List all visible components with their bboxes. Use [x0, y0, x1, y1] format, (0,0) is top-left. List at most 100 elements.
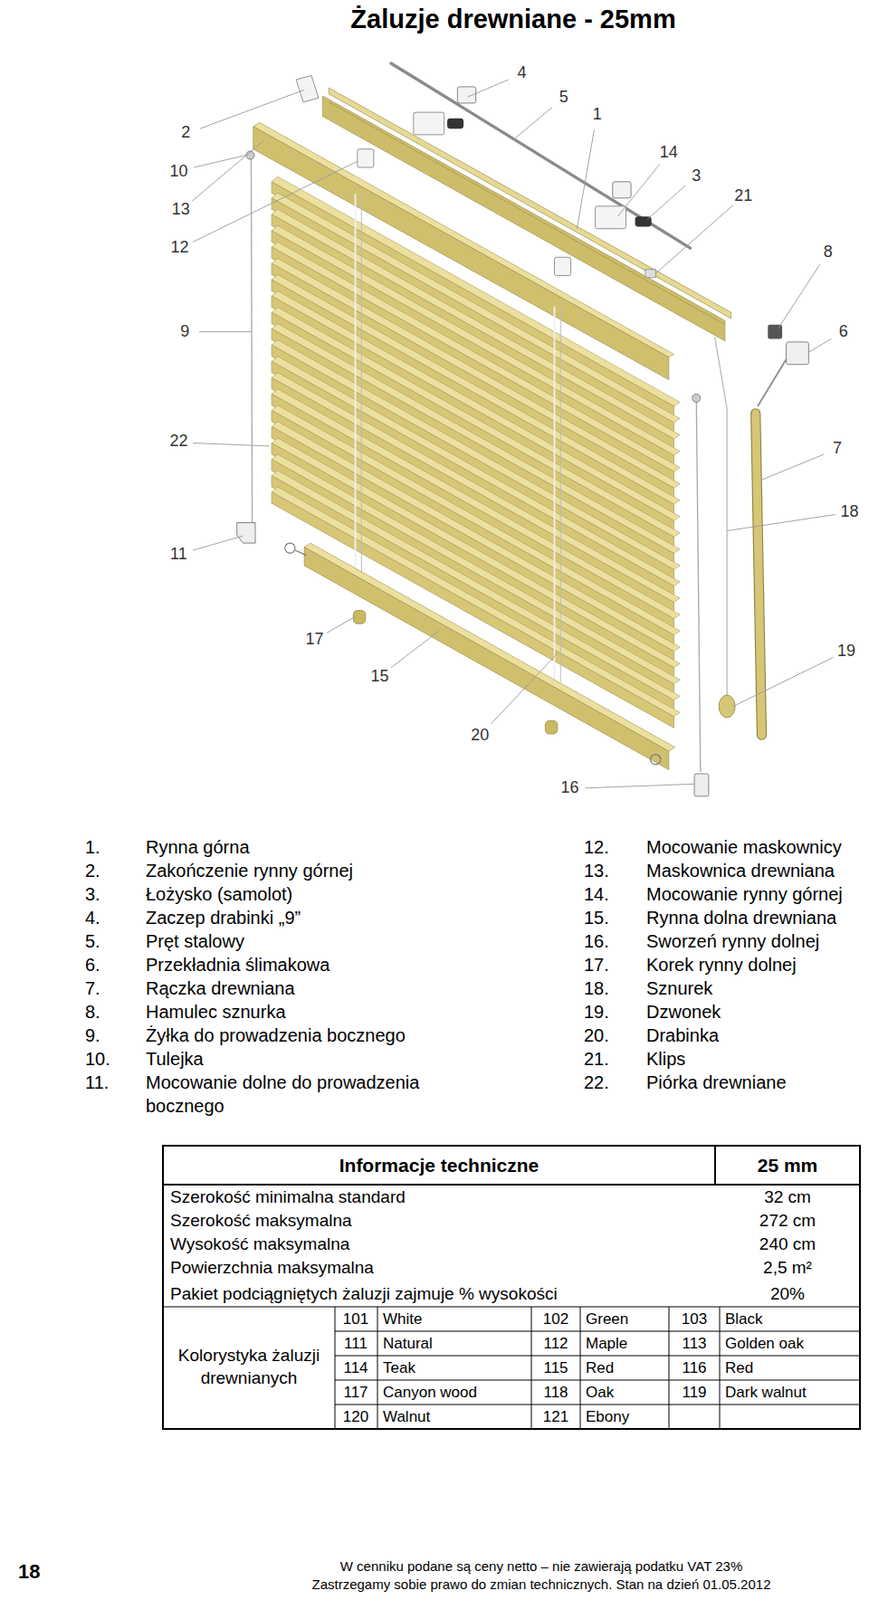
table-cell: 272 cm [759, 1210, 816, 1233]
callout-number: 19 [837, 640, 856, 662]
callout-number: 1 [592, 105, 602, 126]
callout-number: 4 [516, 63, 526, 85]
part-number: 14. [583, 882, 610, 907]
color-name: Maple [585, 1333, 628, 1354]
color-code: 103 [681, 1308, 707, 1329]
footer-note: Zastrzegamy sobie prawo do zmian technic… [312, 1575, 772, 1595]
part-name: Maskownica drewniana [646, 859, 835, 883]
part-name: Hamulec sznurka [145, 1000, 287, 1024]
color-name: Green [585, 1308, 629, 1329]
part-number: 4. [85, 906, 101, 930]
part-number: 13. [583, 859, 610, 883]
color-name: Natural [382, 1333, 433, 1354]
color-code: 117 [343, 1382, 368, 1403]
callout-number: 22 [169, 431, 188, 453]
part-name: Sworzeń rynny dolnej [646, 929, 820, 954]
part-number: 19. [583, 1000, 610, 1024]
color-name: Golden oak [725, 1333, 804, 1354]
part-name: Łożysko (samolot) [145, 882, 293, 907]
tech-table [162, 1145, 860, 1430]
color-code: 116 [681, 1357, 707, 1378]
table-cell: Szerokość maksymalna [170, 1210, 353, 1233]
page-number: 18 [18, 1559, 40, 1586]
color-name: Oak [585, 1382, 614, 1403]
part-number: 8. [85, 1000, 101, 1024]
color-code: 118 [543, 1382, 568, 1403]
table-header: 25 mm [757, 1153, 819, 1178]
table-cell: 2,5 m² [763, 1257, 812, 1280]
color-code: 115 [543, 1357, 568, 1378]
part-number: 11. [85, 1070, 109, 1095]
color-code: 111 [343, 1333, 368, 1354]
part-number: 9. [85, 1023, 101, 1048]
part-name: Mocowanie maskownicy [646, 835, 842, 860]
color-code: 120 [343, 1406, 369, 1427]
part-number: 16. [583, 929, 610, 954]
part-name: Przekładnia ślimakowa [145, 953, 330, 977]
bottom-rail [237, 523, 709, 797]
callout-number: 18 [840, 502, 859, 524]
table-cell: 20% [770, 1283, 805, 1307]
table-cell: Powierzchnia maksymalna [170, 1257, 374, 1280]
table-header: Informacje techniczne [339, 1153, 540, 1178]
table-cell: Kolorystyka żaluzji drewnianych [171, 1345, 326, 1390]
callout-number: 16 [560, 777, 579, 799]
table-cell: Pakiet podciągniętych żaluzji zajmuje % … [170, 1283, 558, 1307]
part-name: Rynna dolna drewniana [646, 906, 837, 930]
table-cell: 240 cm [759, 1233, 816, 1257]
guide-wires [246, 151, 701, 773]
part-name: Mocowanie rynny górnej [646, 882, 843, 907]
callout-number: 15 [371, 666, 390, 688]
part-name: Rynna górna [145, 835, 250, 860]
color-code: 114 [343, 1357, 368, 1378]
table-cell: Wysokość maksymalna [170, 1233, 350, 1257]
color-code: 102 [543, 1308, 569, 1329]
color-name: Red [725, 1357, 754, 1378]
leader-lines [191, 79, 836, 789]
callout-number: 12 [171, 237, 190, 258]
part-name: Pręt stalowy [145, 929, 245, 954]
part-name: Korek rynny dolnej [646, 953, 797, 977]
part-number: 15. [583, 906, 610, 930]
part-name: Mocowanie dolne do prowadzenia bocznego [145, 1070, 427, 1118]
part-name: Klips [646, 1047, 686, 1071]
color-name: Walnut [382, 1406, 430, 1427]
callout-number: 13 [171, 200, 191, 221]
color-name: Teak [382, 1357, 416, 1378]
page-title: Żaluzje drewniane - 25mm [350, 2, 676, 38]
color-code: 112 [543, 1333, 568, 1354]
color-name: White [382, 1308, 422, 1329]
part-name: Piórka drewniane [646, 1070, 787, 1095]
part-name: Żyłka do prowadzenia bocznego [145, 1023, 406, 1048]
part-number: 3. [85, 882, 101, 907]
color-name: Black [725, 1308, 764, 1329]
part-number: 1. [85, 835, 101, 860]
part-number: 20. [583, 1023, 610, 1048]
part-number: 12. [583, 835, 610, 860]
part-name: Tulejka [145, 1047, 204, 1071]
callout-number: 21 [734, 185, 753, 207]
color-name: Dark walnut [725, 1382, 807, 1403]
part-name: Zakończenie rynny górnej [145, 859, 354, 883]
table-cell: 32 cm [763, 1186, 812, 1210]
color-code: 119 [681, 1382, 707, 1403]
part-number: 2. [85, 859, 101, 883]
part-name: Zaczep drabinki „9” [145, 906, 301, 930]
callout-number: 14 [659, 142, 679, 163]
callout-number: 8 [823, 241, 833, 263]
callout-number: 2 [181, 122, 191, 144]
color-name: Ebony [585, 1406, 630, 1427]
callout-number: 9 [180, 321, 190, 343]
part-number: 21. [583, 1047, 610, 1071]
color-code: 113 [681, 1333, 707, 1354]
controls [715, 324, 810, 736]
color-code: 121 [543, 1406, 569, 1427]
callout-number: 20 [470, 725, 489, 747]
color-name: Canyon wood [382, 1382, 478, 1403]
part-number: 22. [583, 1070, 610, 1095]
color-name: Red [585, 1357, 614, 1378]
part-name: Rączka drewniana [145, 976, 296, 1001]
part-number: 10. [85, 1047, 111, 1071]
callout-number: 17 [305, 630, 324, 651]
part-name: Drabinka [646, 1023, 719, 1048]
